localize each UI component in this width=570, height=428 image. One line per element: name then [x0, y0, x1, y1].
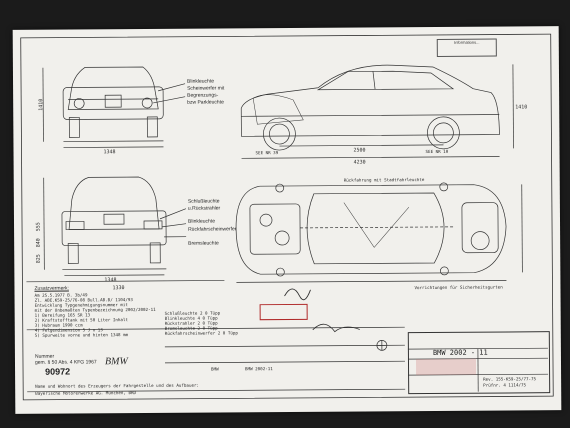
dim-front-height: 1410 — [38, 98, 45, 111]
plan-note-top: Rückfahrung mit Stadtfahrleuchte — [343, 177, 425, 183]
title-ref-1: Rev. 155-K59-25/77-75 — [483, 376, 537, 382]
label-rueckstrahler: u.Rückstrahler — [187, 205, 221, 212]
label-bremsleuchte: Bremsleuchte — [188, 240, 219, 247]
note-line: 5) Spurweite vorne und hinten 1348 mm — [34, 332, 129, 338]
title-ref-2: Prüfnr. 4 1114/75 — [483, 382, 527, 388]
red-approval-stamp — [259, 303, 308, 321]
dim-left-vert-2: 840 — [35, 238, 42, 248]
dim-wheelbase: 2500 — [353, 147, 366, 154]
blueprint-drawing — [20, 33, 554, 401]
side-label-left: SEE NR 39 — [255, 150, 279, 156]
title-model: BMW 2002 - 11 — [432, 348, 488, 357]
mid-note-line: Rückfahrscheinwerfer 2 0 Tüpp — [164, 330, 238, 336]
blueprint-sheet: Blinkleuchte Scheinwerfer mit Begrenzung… — [12, 26, 562, 414]
stamp-brand: BMW — [104, 356, 128, 368]
notes-list: Am 25.5.1977 B. 3b/49 Zl. ABE.K59-25/76-… — [34, 292, 156, 338]
dim-left-vert-1: 555 — [35, 222, 42, 232]
footer-maker-name: Bayerische Motorenwerke AG. München, BRD — [35, 390, 137, 396]
dim-side-height: 1410 — [515, 104, 528, 111]
dim-rear-width: 1348 — [104, 277, 117, 284]
dim-front-width: 1348 — [103, 149, 116, 156]
plan-note-bottom: Vorrichtungen für Sicherheitsgurten — [414, 284, 503, 291]
title-row-label: BMW — [211, 366, 219, 372]
stamp-number: 90972 — [45, 366, 71, 377]
title-red-area — [415, 358, 477, 376]
mid-notes-list: Schlußleuchte 2 0 Tüpp Blinkleuchte 4 0 … — [164, 310, 238, 336]
label-scheinwerfer: Scheinwerfer mit — [187, 85, 225, 92]
stamp-law-ref: gem. § 50 Abs. 4 KFG 1967 — [34, 359, 97, 366]
side-label-right: SEE NR 10 — [425, 148, 449, 155]
label-blinkleuchte-rear: Blinkleuchte — [187, 218, 215, 225]
notes-title: Zusatzvermerk: — [34, 285, 69, 292]
label-parkleuchte: bzw Parkleuchte — [187, 99, 224, 106]
label-blinkleuchte-front: Blinkleuchte — [187, 78, 215, 85]
label-schlussleuchte: Schlußleuchte — [187, 198, 220, 205]
label-rueckfahrscheinwerfer: Rückfahrscheinwerfer — [188, 226, 237, 233]
dim-left-vert-3: 825 — [35, 254, 42, 264]
dim-side-length: 4230 — [353, 159, 366, 166]
dim-rear-track: 1330 — [112, 285, 125, 292]
title-row-model: BMW 2002-11 — [245, 366, 273, 372]
info-stamp: Informations... — [436, 38, 497, 57]
label-begrenzung: Begrenzungs- — [187, 92, 219, 99]
